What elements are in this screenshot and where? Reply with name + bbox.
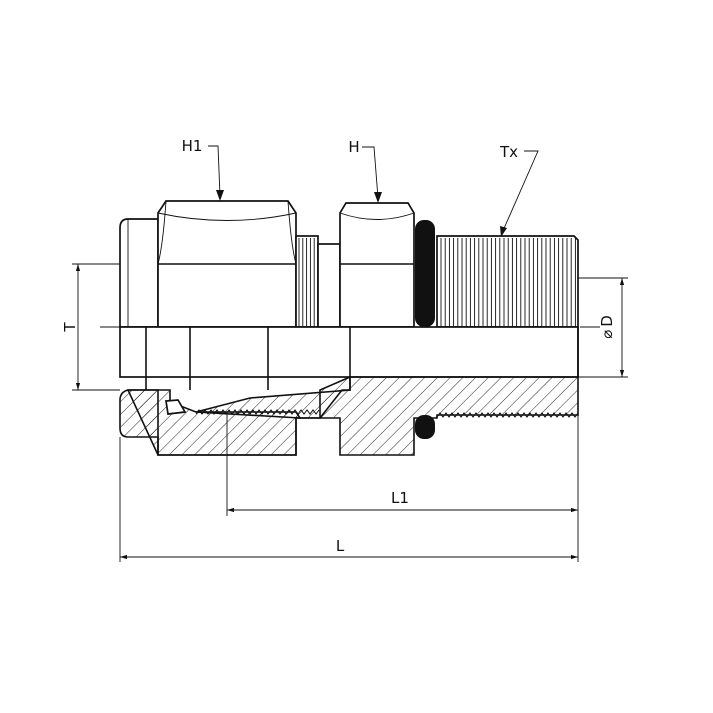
upper-external-view — [119, 200, 579, 328]
thread-profile — [195, 409, 320, 415]
o-ring-lower — [415, 415, 435, 439]
dim-t: T — [61, 263, 120, 391]
dim-d: ⌀D — [578, 277, 628, 378]
leader-h1: H1 — [182, 137, 224, 201]
ferrule — [165, 399, 187, 415]
nut-hex-h1 — [157, 200, 297, 328]
leader-tx: Tx — [499, 143, 539, 237]
label-diameter-d: ⌀D — [598, 315, 616, 339]
dim-l1: L1 — [226, 414, 579, 516]
label-h: H — [348, 138, 359, 156]
o-ring-upper — [415, 220, 435, 327]
body-neck — [317, 243, 341, 328]
lower-section-view — [119, 326, 579, 456]
dim-l: L — [119, 437, 579, 562]
label-l1: L1 — [391, 489, 409, 507]
male-thread-tx — [436, 235, 579, 328]
body-section — [195, 376, 579, 456]
nut-thread — [295, 235, 319, 328]
label-h1: H1 — [182, 137, 203, 155]
thread-profile — [436, 412, 579, 418]
label-t: T — [61, 322, 79, 333]
leader-h: H — [348, 138, 382, 203]
body-hex-h — [339, 202, 415, 328]
label-tx: Tx — [499, 143, 518, 161]
label-l: L — [336, 537, 345, 555]
tube-end-cap — [119, 218, 159, 328]
